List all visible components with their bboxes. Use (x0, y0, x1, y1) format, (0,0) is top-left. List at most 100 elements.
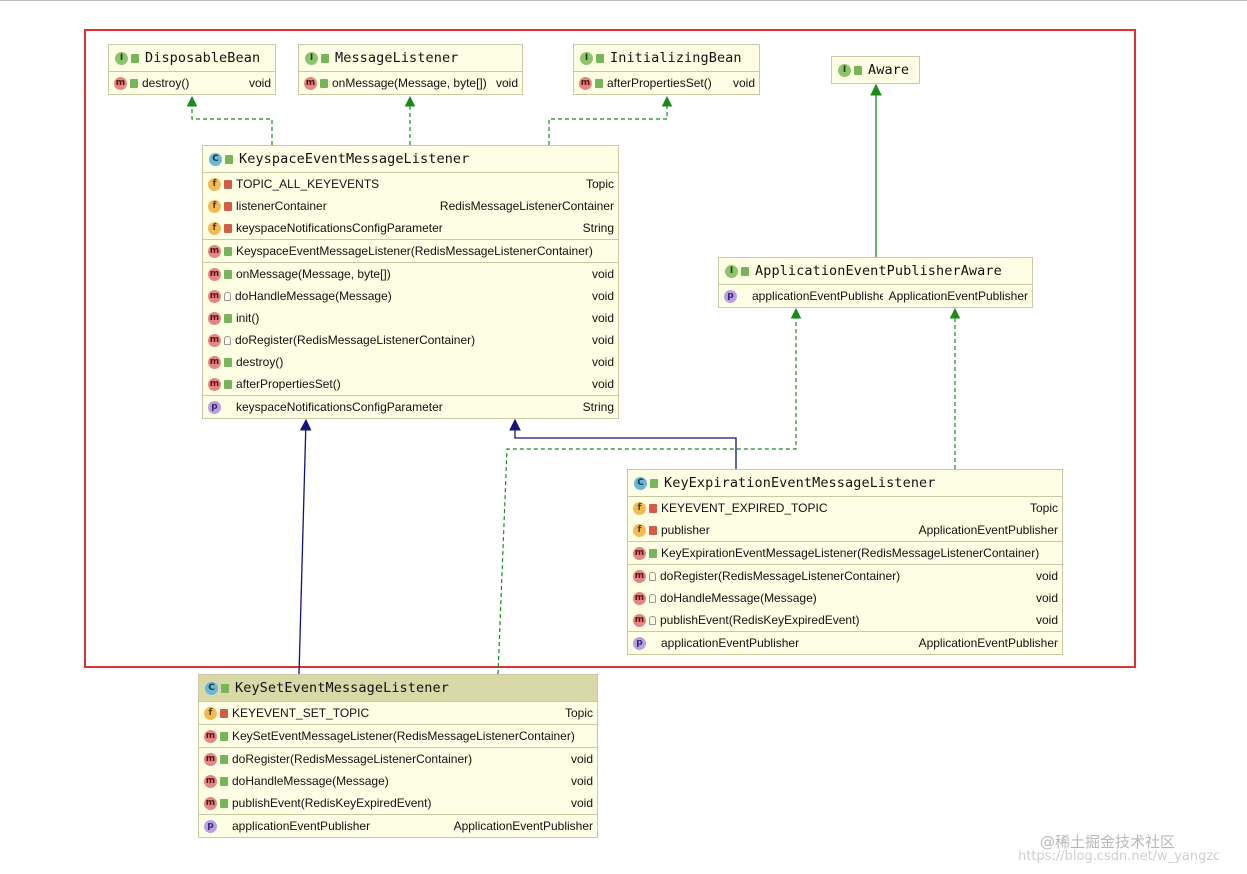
member-name: keyspaceNotificationsConfigParameter (236, 400, 443, 414)
member-name: doHandleMessage(Message) (235, 289, 392, 303)
member-type: Topic (1029, 501, 1058, 515)
box-title: KeyExpirationEventMessageListener (664, 475, 936, 491)
box-title: MessageListener (335, 50, 459, 66)
method-icon: m (114, 76, 127, 90)
member-name: publishEvent(RedisKeyExpiredEvent) (660, 613, 860, 627)
member-type: void (570, 752, 593, 766)
field-icon: f (208, 177, 221, 191)
member-type: RedisMessageListenerContainer (439, 199, 614, 213)
method-row[interactable]: m publishEvent(RedisKeyExpiredEvent) void (199, 792, 597, 814)
pub-visibility-icon (224, 379, 232, 389)
interface-icon: I (725, 264, 738, 278)
member-name: afterPropertiesSet() (236, 377, 341, 391)
none-visibility-icon (649, 639, 657, 648)
box-title: ApplicationEventPublisherAware (755, 263, 1002, 279)
member-name: TOPIC_ALL_KEYEVENTS (236, 177, 380, 191)
member-name: publisher (661, 523, 710, 537)
pub-visibility-icon (224, 313, 232, 323)
method-icon: m (633, 569, 646, 583)
member-name: doHandleMessage(Message) (232, 774, 389, 788)
method-icon: m (633, 613, 646, 627)
member-type: ApplicationEventPublisher (453, 819, 593, 833)
member-type: void (570, 796, 593, 810)
member-name: applicationEventPublisher (752, 289, 883, 303)
box-title: DisposableBean (145, 50, 261, 66)
member-type: void (1035, 591, 1058, 605)
keyspace-listener-box[interactable]: C KeyspaceEventMessageListener f TOPIC_ALL_… (202, 145, 619, 419)
priv-visibility-icon (649, 525, 657, 535)
class-icon: C (205, 681, 218, 695)
box-title: InitializingBean (610, 50, 742, 66)
pub-visibility-icon (320, 78, 328, 88)
member-type: String (582, 400, 614, 414)
member-name: applicationEventPublisher (232, 819, 371, 833)
priv-visibility-icon (220, 708, 228, 718)
method-icon: m (633, 591, 646, 605)
pub-visibility-icon (220, 754, 228, 764)
method-icon: m (208, 289, 221, 303)
method-icon: m (204, 752, 217, 766)
pub-visibility-icon (224, 269, 232, 279)
member-name: KEYEVENT_SET_TOPIC (232, 706, 370, 720)
member-name: destroy() (142, 76, 190, 90)
box-title: KeyspaceEventMessageListener (239, 151, 470, 167)
priv-visibility-icon (224, 223, 232, 233)
member-type: void (570, 774, 593, 788)
method-icon: m (204, 796, 217, 810)
box-header: I ApplicationEventPublisherAware (719, 258, 1032, 285)
priv-visibility-icon (224, 201, 232, 211)
member-type: String (582, 221, 614, 235)
class-icon: C (209, 152, 222, 166)
method-icon: m (208, 355, 221, 369)
pkg-visibility-icon (224, 291, 231, 301)
member-name: publishEvent(RedisKeyExpiredEvent) (232, 796, 432, 810)
member-name: init() (236, 311, 260, 325)
pkg-visibility-icon (649, 571, 656, 581)
public-visibility-icon (321, 53, 329, 63)
pub-visibility-icon (595, 78, 603, 88)
